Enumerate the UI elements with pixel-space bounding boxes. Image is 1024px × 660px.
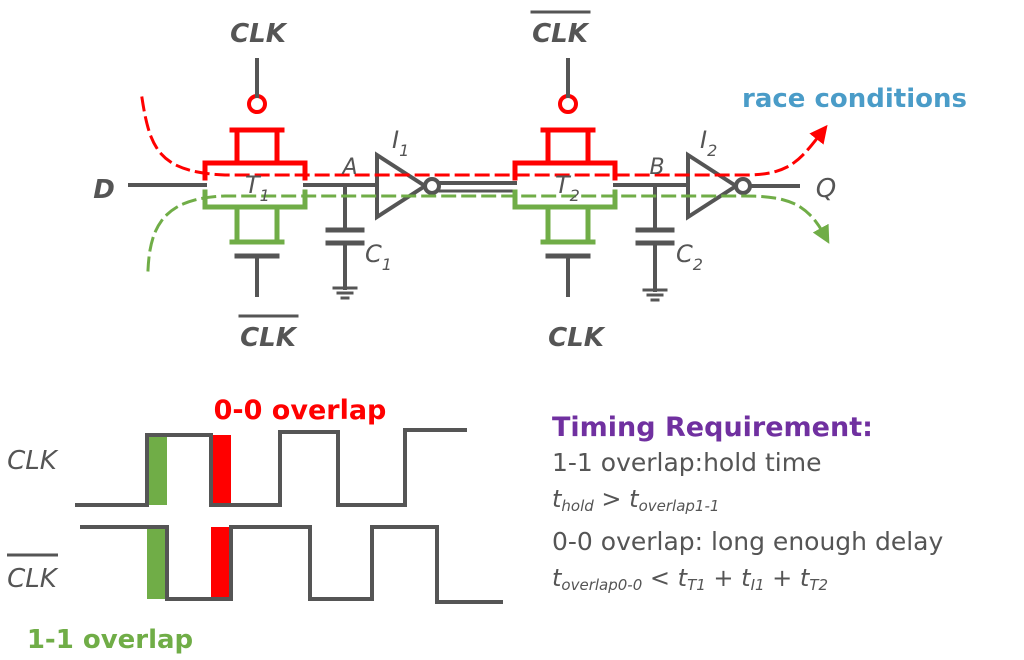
hold-sub: hold: [561, 497, 594, 515]
t1-nmos: [202, 189, 308, 245]
eq-sub2: I1: [750, 576, 765, 594]
hold-sub2: overlap1-1: [638, 497, 720, 515]
race-conditions-label: race conditions: [742, 84, 967, 114]
i1-bubble: [423, 177, 441, 195]
eq-sub: overlap0-0: [561, 576, 643, 594]
clk-bar-top-label: CLK: [532, 19, 590, 49]
requirements-delay-line: 0-0 overlap: long enough delay: [552, 527, 944, 556]
hold-t2: t: [629, 485, 639, 513]
t1-gate-bubble: [247, 94, 267, 114]
eq-op: <: [642, 564, 678, 592]
eq-plus2: +: [764, 564, 800, 592]
requirements-hold-equation: thold > toverlap1-1: [552, 480, 1022, 525]
c1-label: C1: [365, 240, 392, 274]
i2-bubble: [734, 177, 752, 195]
eq-t3: t: [799, 564, 810, 592]
eq-t1: t: [677, 564, 688, 592]
clk-bar-bottom-label: CLK: [240, 323, 298, 353]
output-q-label: Q: [816, 174, 836, 204]
i2-label: I2: [700, 126, 717, 160]
requirements-title: Timing Requirement:: [552, 412, 873, 443]
eq-sub1: T1: [687, 576, 706, 594]
race-path-green: [146, 194, 830, 272]
circuit: CLK CLK CLK CLK D Q A B T1 T2 I1 I2 C1 C…: [93, 10, 967, 353]
overlap-00-label: 0-0 overlap: [214, 395, 387, 426]
input-d-label: D: [93, 175, 115, 205]
clk-top-label: CLK: [230, 19, 288, 49]
t1-label: T1: [245, 171, 270, 205]
eq-plus1: +: [705, 564, 742, 592]
clk-waveform: [75, 428, 467, 507]
timing-clk-bar-label: CLK: [7, 564, 59, 594]
node-b-label: B: [649, 155, 664, 180]
i1-inverter: [375, 151, 429, 221]
overlap-11-bar-clkbar: [147, 527, 167, 599]
overlap-11-bar-clk: [147, 435, 167, 505]
timing-requirements: Timing Requirement: 1-1 overlap:hold tim…: [552, 410, 1022, 604]
node-a-label: A: [340, 155, 357, 180]
t2-gate-bubble: [558, 94, 578, 114]
overlap-00-bar-clk: [211, 435, 231, 505]
c1-ground-icon: [332, 286, 358, 300]
t2-nmos: [512, 189, 618, 245]
c2-ground-icon: [642, 288, 668, 302]
overlap-00-bar-clkbar: [211, 527, 231, 599]
t2-label: T2: [555, 171, 580, 205]
hold-t: t: [552, 485, 562, 513]
clk-bar-waveform: [80, 525, 503, 604]
eq-sub3: T2: [809, 576, 829, 594]
t1-pmos: [202, 127, 308, 181]
overlap-11-label: 1-1 overlap: [27, 625, 193, 655]
hold-op: >: [593, 485, 630, 513]
clk-bottom-label: CLK: [548, 323, 606, 353]
requirements-hold-line: 1-1 overlap:hold time: [552, 448, 822, 477]
race-path-red: [140, 96, 828, 177]
c2-label: C2: [676, 240, 703, 274]
eq-t2: t: [741, 564, 751, 592]
requirements-delay-equation: toverlap0-0 < tT1 + tI1 + tT2: [552, 559, 1022, 604]
timing-diagram: CLK CLK 0-0 overlap 1-1 overlap: [7, 395, 503, 655]
i2-inverter: [686, 151, 740, 221]
timing-clk-label: CLK: [7, 446, 59, 476]
eq-t: t: [552, 564, 562, 592]
i1-label: I1: [392, 126, 409, 160]
t2-pmos: [512, 127, 618, 181]
